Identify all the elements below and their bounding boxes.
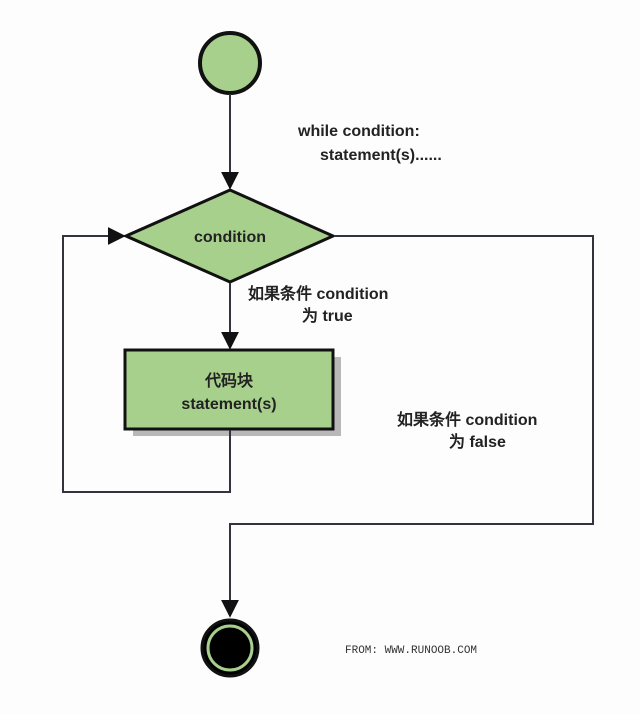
true-branch-label-line1: 如果条件 condition — [248, 284, 388, 303]
true-branch-label-line2: 为 true — [302, 306, 353, 325]
start-node — [198, 31, 262, 95]
condition-label: condition — [194, 229, 266, 246]
false-branch-label-line1: 如果条件 condition — [397, 410, 537, 429]
code-note-line1: while condition: — [297, 123, 420, 140]
false-branch-label-line2: 为 false — [449, 432, 506, 451]
edge-block-loop-back — [62, 227, 231, 493]
source-credit: FROM: WWW.RUNOOB.COM — [345, 645, 477, 657]
block-label-line1: 代码块 — [204, 371, 254, 390]
block-label-line2: statement(s) — [181, 396, 276, 413]
edge-condition-false-to-end — [221, 235, 594, 618]
end-node-ring — [206, 624, 254, 672]
condition-node — [122, 188, 337, 284]
end-node-outer — [200, 618, 260, 678]
code-note-line2: statement(s)...... — [320, 147, 442, 164]
statement-block-node — [123, 348, 335, 431]
